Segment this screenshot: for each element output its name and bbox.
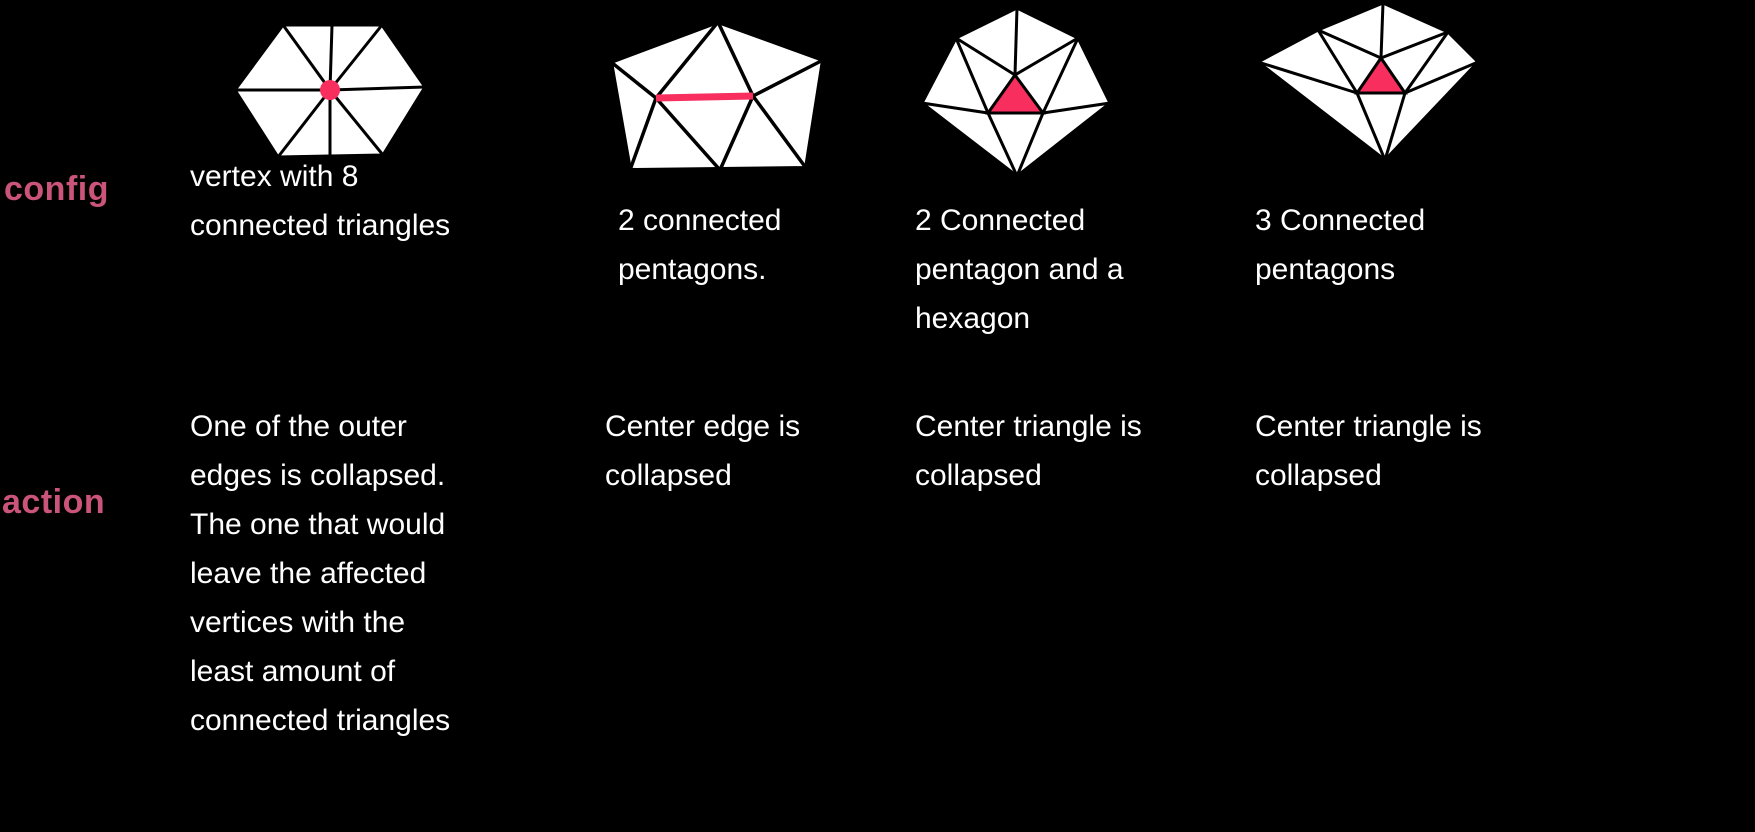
highlighted-center-triangle: [985, 72, 1046, 115]
config-text-col3: 2 Connected pentagon and a hexagon: [915, 204, 1124, 335]
center-vertex-dot: [320, 80, 340, 100]
config-text-col1: vertex with 8 connected triangles: [190, 160, 451, 242]
action-text-col4: Center triangle is collapsed: [1255, 410, 1482, 492]
config-text-col2: 2 connected pentagons.: [618, 204, 782, 286]
triangulation-edges: [921, 8, 1111, 177]
triangle-fan-edges: [235, 24, 425, 158]
diagram-vertex-8-triangles: [235, 22, 425, 162]
action-text-col2: Center edge is collapsed: [605, 410, 801, 492]
diagram-center-triangle-pentagon-hexagon: [918, 8, 1113, 178]
highlighted-center-triangle: [1354, 55, 1408, 95]
action-text-col3: Center triangle is collapsed: [915, 410, 1142, 492]
triangulation-edges: [1257, 3, 1479, 161]
diagram-center-edge-pentagon: [608, 20, 828, 175]
row-label-action: action: [2, 483, 106, 521]
config-text-col4: 3 Connected pentagons: [1255, 204, 1426, 286]
row-label-config: config: [4, 170, 109, 208]
highlighted-center-edge: [655, 92, 754, 102]
pentagon-triangulation-edges: [609, 20, 824, 172]
diagram-center-triangle-three-pentagons: [1253, 3, 1483, 163]
action-text-col1: One of the outer edges is collapsed. The…: [190, 410, 451, 737]
